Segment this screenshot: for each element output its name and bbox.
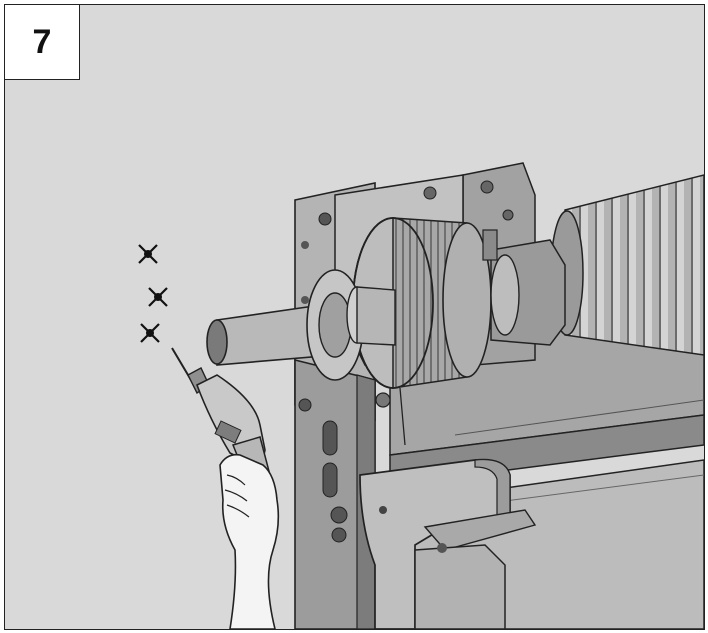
illustration-frame: 7 — [4, 4, 705, 630]
drill-marks — [138, 244, 168, 343]
drill-mark — [148, 287, 168, 307]
assembly-illustration — [138, 162, 704, 629]
door-arm — [359, 458, 537, 629]
coupling — [482, 229, 566, 346]
shaft-icon — [206, 269, 396, 381]
drill-mark — [140, 323, 160, 343]
hand-icon — [219, 453, 280, 629]
drill-mark — [138, 244, 158, 264]
torsion-spring-icon — [550, 174, 704, 356]
step-number-box: 7 — [5, 5, 80, 80]
step-number: 7 — [32, 22, 52, 61]
